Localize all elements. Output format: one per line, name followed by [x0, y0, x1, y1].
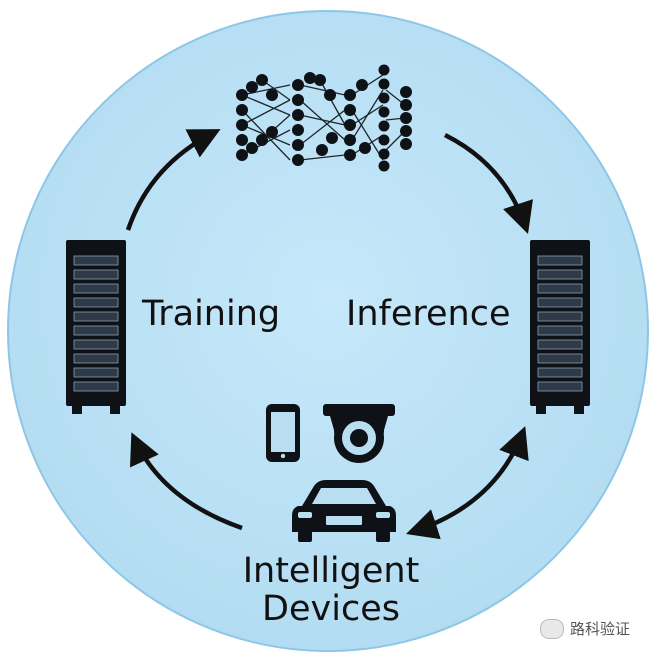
- neural-network-icon: [236, 64, 412, 172]
- inference-server-icon: [530, 240, 590, 414]
- arrow-network-to-inference: [443, 132, 533, 234]
- arrow-devices-to-training: [130, 432, 243, 531]
- training-server-icon: [66, 240, 126, 414]
- arrow-inference-devices: [406, 426, 529, 540]
- wechat-icon: [540, 618, 564, 639]
- training-label: Training: [142, 294, 281, 334]
- intelligent-devices-label: Intelligent Devices: [242, 551, 420, 629]
- watermark: 路科验证: [540, 618, 630, 639]
- car-icon: [292, 480, 396, 542]
- security-camera-icon: [323, 404, 395, 463]
- inference-label: Inference: [346, 294, 511, 334]
- arrow-training-to-network: [125, 129, 221, 231]
- smartphone-icon: [266, 404, 300, 462]
- watermark-text: 路科验证: [570, 620, 631, 638]
